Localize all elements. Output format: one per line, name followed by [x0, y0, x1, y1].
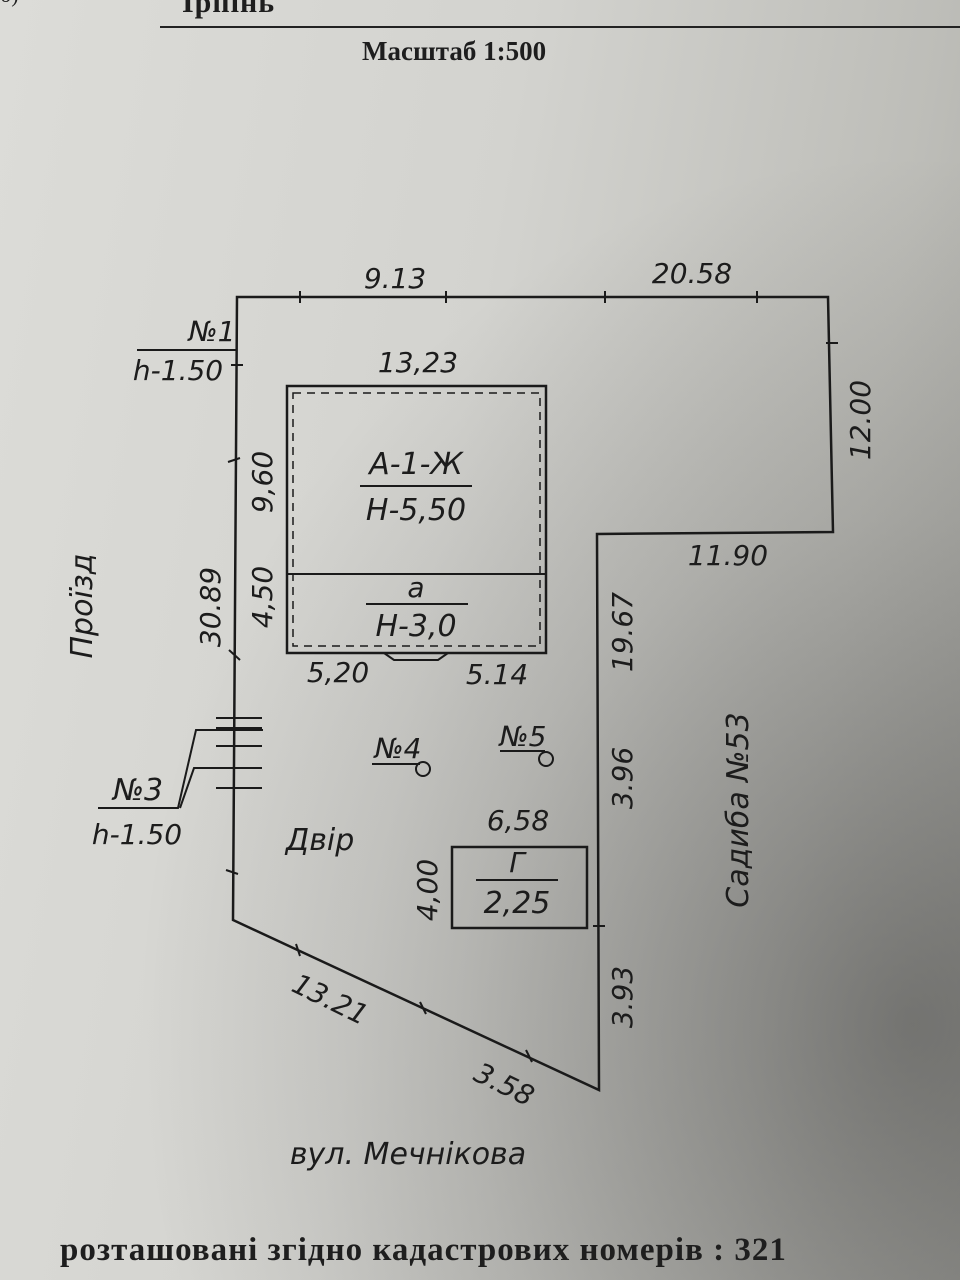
garage-depth: 4,00 — [411, 859, 444, 921]
points-4-5 — [372, 750, 554, 777]
house-annex-height: Н-3,0 — [375, 609, 456, 644]
neighbor-label: Садиба №53 — [721, 712, 756, 907]
house-main-height: Н-5,50 — [366, 493, 466, 528]
dim-diag-long: 13.21 — [287, 967, 374, 1032]
house-main-depth: 9,60 — [246, 451, 279, 513]
drive-label: Проїзд — [65, 554, 100, 659]
point-5-label: №5 — [498, 720, 547, 753]
boundary-ticks — [225, 291, 838, 1063]
point-1-height: h-1.50 — [133, 354, 223, 387]
house-width: 13,23 — [378, 346, 458, 379]
dim-right-lower: 19.67 — [606, 592, 639, 672]
dim-top-left: 9.13 — [364, 262, 426, 295]
scale-label: Масштаб 1:500 — [362, 36, 547, 66]
point-3-label: №3 — [111, 773, 163, 808]
point-1-label: №1 — [187, 315, 236, 348]
corner-mark: б) — [0, 0, 19, 8]
gate — [98, 717, 263, 809]
dim-right-bottom: 3.93 — [606, 966, 639, 1028]
dim-top-right: 20.58 — [652, 257, 732, 290]
dim-diag-short: 3.58 — [469, 1056, 540, 1113]
house-main-label: А-1-Ж — [367, 447, 464, 482]
garage — [450, 845, 589, 930]
house-annex-label: а — [407, 571, 424, 604]
house-bottom-left: 5,20 — [307, 656, 369, 689]
house-annex-depth: 4,50 — [246, 566, 279, 628]
yard-label: Двір — [284, 823, 355, 858]
house-bottom-right: 5.14 — [466, 658, 528, 691]
footer-text: розташовані згідно кадастрових номерів :… — [60, 1232, 787, 1268]
dim-right-top: 12.00 — [844, 380, 877, 460]
plot-boundary — [231, 295, 835, 1092]
dim-right-mid: 3.96 — [606, 747, 639, 809]
dim-notch: 11.90 — [688, 539, 768, 572]
header-rule — [160, 26, 960, 28]
city-name: Ірпінь — [182, 0, 276, 19]
garage-width: 6,58 — [487, 804, 549, 837]
garage-value: 2,25 — [484, 886, 551, 921]
house — [285, 384, 548, 661]
point-3-height: h-1.50 — [92, 818, 182, 851]
point-4-label: №4 — [373, 732, 422, 765]
street-label: вул. Мечнікова — [290, 1137, 526, 1172]
garage-label: Г — [509, 846, 527, 879]
dim-left: 30.89 — [194, 567, 227, 647]
